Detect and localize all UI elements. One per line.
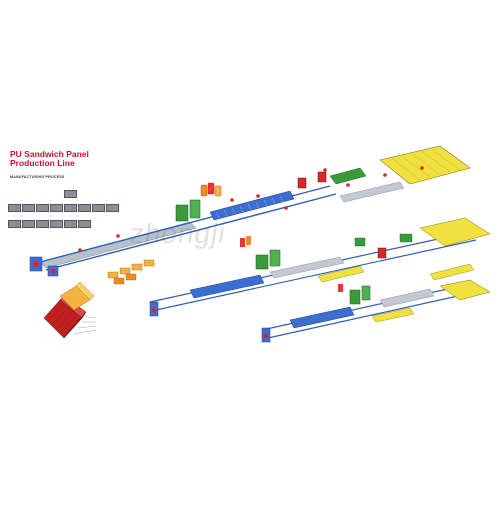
process-step xyxy=(92,204,105,212)
process-step xyxy=(50,204,63,212)
process-step xyxy=(22,204,35,212)
finished-panel-blocks xyxy=(107,259,155,285)
lower-production-line xyxy=(261,279,491,343)
process-step xyxy=(78,204,91,212)
middle-panel-stacker xyxy=(419,217,491,247)
middle-production-line xyxy=(149,217,491,317)
title-line-2: Production Line xyxy=(10,158,75,168)
process-step xyxy=(36,220,49,228)
process-step xyxy=(64,220,77,228)
upper-roller-bed xyxy=(39,221,197,269)
upper-production-line xyxy=(29,145,471,285)
process-step xyxy=(36,204,49,212)
upper-belt-hatching xyxy=(215,195,284,219)
upper-control-cabinet xyxy=(297,177,307,189)
process-step xyxy=(64,190,77,198)
upper-foam-tank-a xyxy=(200,184,208,197)
process-step xyxy=(78,220,91,228)
upper-panel-stacker xyxy=(379,145,471,185)
upper-foam-tank-b xyxy=(207,182,215,195)
upper-cutting-machine xyxy=(329,167,367,185)
middle-green-machine xyxy=(255,254,269,270)
title-line-1: PU Sandwich Panel xyxy=(10,149,89,159)
middle-double-belt xyxy=(189,274,265,299)
upper-forming-station xyxy=(175,204,189,222)
process-step xyxy=(22,220,35,228)
process-step xyxy=(8,220,21,228)
diagram-subtitle: MANUFACTURING PROCESS xyxy=(10,175,65,179)
panel-cross-section xyxy=(43,281,97,339)
lower-double-belt xyxy=(289,306,355,329)
process-step xyxy=(8,204,21,212)
upper-rail-b xyxy=(45,193,337,271)
upper-station-markers xyxy=(78,166,424,252)
upper-double-belt xyxy=(209,190,295,221)
process-step xyxy=(64,204,77,212)
process-step xyxy=(50,220,63,228)
lower-panel-stacker xyxy=(439,279,491,301)
diagram-title: PU Sandwich Panel Production Line xyxy=(10,150,89,168)
process-step xyxy=(106,204,119,212)
